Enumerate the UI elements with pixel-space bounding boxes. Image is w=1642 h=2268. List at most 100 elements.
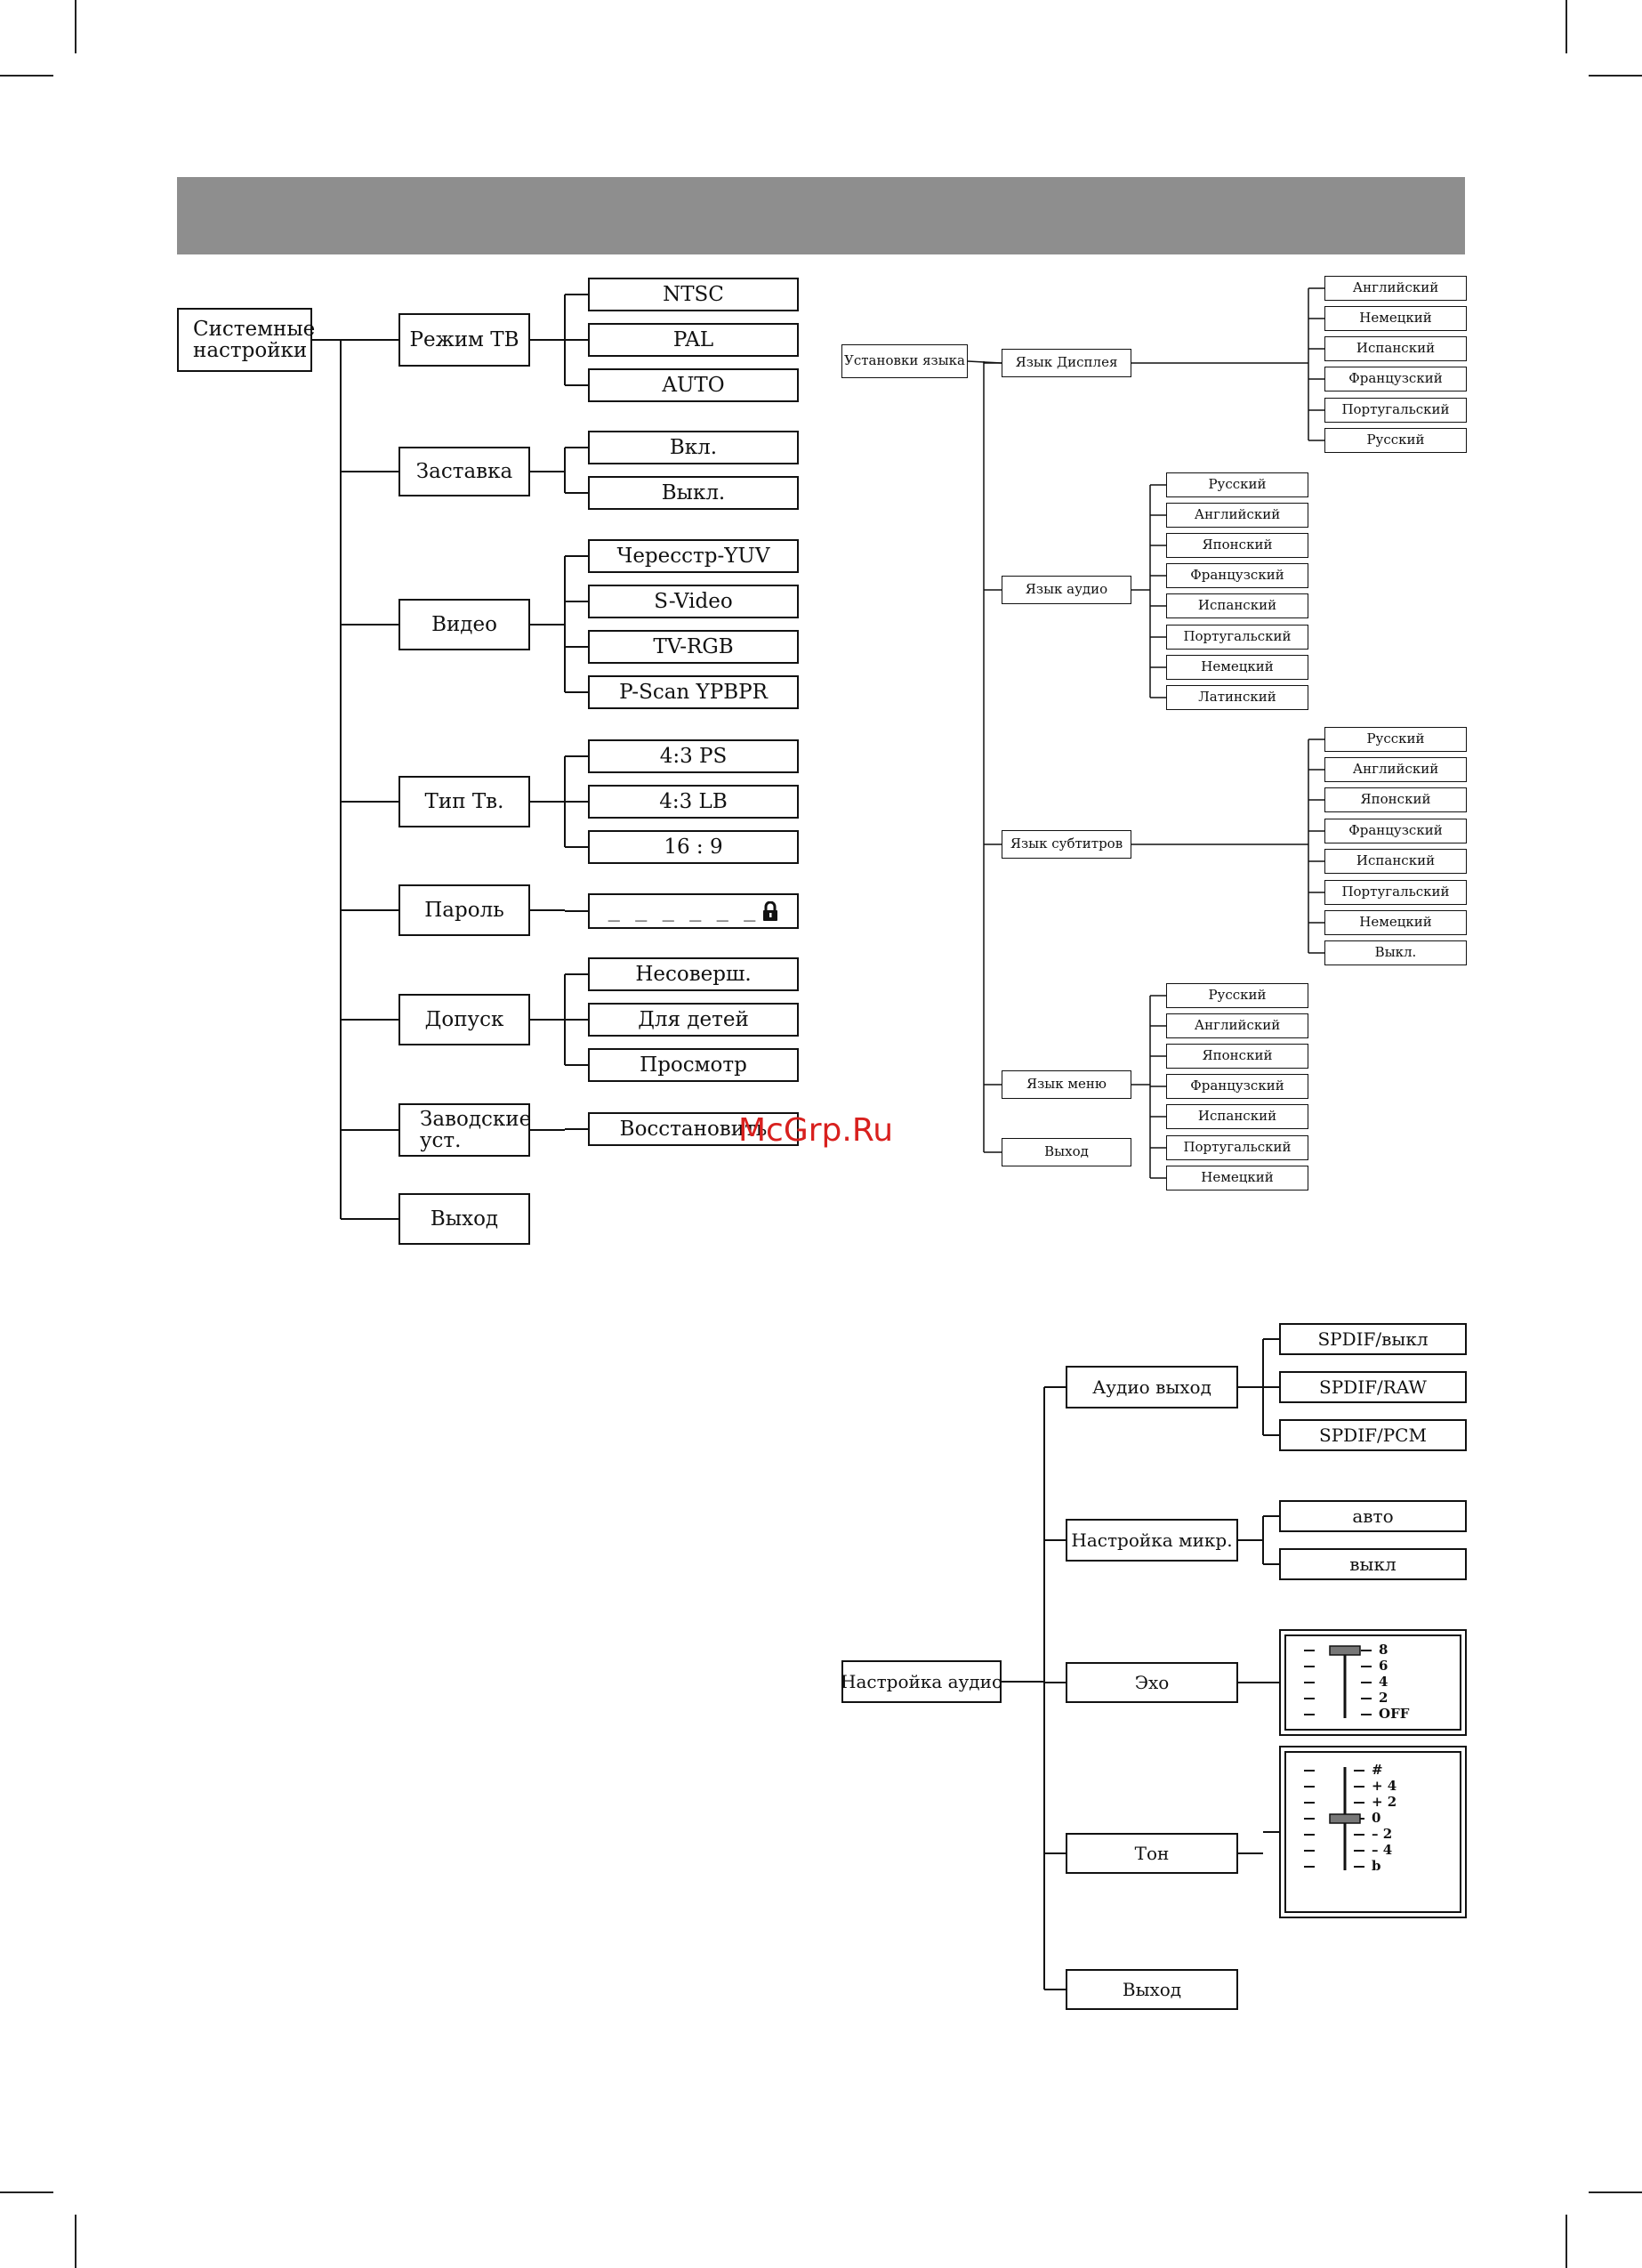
option-ntsc: NTSC (588, 278, 799, 311)
option-mic-off: выкл (1279, 1548, 1467, 1580)
menu-lang-english: Английский (1166, 1013, 1308, 1038)
option-pscan-ypbpr: P-Scan YPBPR (588, 675, 799, 709)
menu-lang-japanese: Японский (1166, 1044, 1308, 1069)
subtitle-lang-english: Английский (1324, 757, 1467, 782)
lock-icon (763, 901, 778, 921)
crop-mark (1566, 0, 1567, 53)
subtitle-lang-portuguese: Португальский (1324, 880, 1467, 905)
option-spdif-off: SPDIF/выкл (1279, 1323, 1467, 1355)
branch-tone: Тон (1066, 1833, 1238, 1874)
branch-audio-output: Аудио выход (1066, 1366, 1238, 1408)
branch-language-exit: Выход (1002, 1138, 1131, 1166)
audio-lang-russian: Русский (1166, 472, 1308, 497)
slider-knob (1329, 1813, 1361, 1824)
option-tv-rgb: TV-RGB (588, 630, 799, 664)
audio-lang-english: Английский (1166, 503, 1308, 528)
slider-knob (1329, 1645, 1361, 1656)
scale-label: + 4 (1372, 1778, 1397, 1794)
crop-mark (75, 0, 76, 53)
scale-label: – 2 (1372, 1826, 1393, 1842)
option-4-3-ps: 4:3 PS (588, 739, 799, 773)
password-placeholder: _ _ _ _ _ _ (608, 900, 758, 923)
slider-scale (1304, 1767, 1364, 1870)
subtitle-lang-off: Выкл. (1324, 940, 1467, 965)
display-lang-french: Французский (1324, 367, 1467, 391)
option-auto: AUTO (588, 368, 799, 402)
display-lang-portuguese: Португальский (1324, 398, 1467, 423)
branch-parental: Допуск (398, 994, 530, 1045)
crop-mark (1566, 2215, 1567, 2268)
option-spdif-pcm: SPDIF/PCM (1279, 1419, 1467, 1451)
option-restore: Восстановить (588, 1112, 799, 1146)
menu-lang-german: Немецкий (1166, 1166, 1308, 1190)
watermark: McGrp.Ru (738, 1112, 894, 1149)
subtitle-lang-french: Французский (1324, 819, 1467, 843)
branch-audio-exit: Выход (1066, 1969, 1238, 2010)
scale-label: + 2 (1372, 1794, 1397, 1810)
menu-lang-spanish: Испанский (1166, 1104, 1308, 1129)
branch-factory: Заводские уст. (398, 1103, 531, 1157)
display-lang-russian: Русский (1324, 428, 1467, 453)
branch-display-language: Язык Дисплея (1002, 349, 1131, 377)
option-view: Просмотр (588, 1048, 799, 1082)
audio-lang-german: Немецкий (1166, 655, 1308, 680)
menu-lang-portuguese: Португальский (1166, 1135, 1308, 1160)
scale-label: 0 (1372, 1810, 1381, 1826)
scale-label: 8 (1379, 1642, 1388, 1658)
option-mic-auto: авто (1279, 1500, 1467, 1532)
slider-scale (1304, 1645, 1372, 1718)
branch-mic-setting: Настройка микр. (1066, 1519, 1238, 1562)
option-on: Вкл. (588, 431, 799, 464)
subtitle-lang-japanese: Японский (1324, 787, 1467, 812)
branch-tv-type: Тип Тв. (398, 776, 530, 827)
branch-exit: Выход (398, 1193, 530, 1245)
crop-mark (75, 2215, 76, 2268)
branch-tv-mode: Режим ТВ (398, 313, 530, 367)
option-interlace-yuv: Чересстр-YUV (588, 539, 799, 573)
scale-label: – 4 (1372, 1842, 1393, 1858)
branch-password: Пароль (398, 884, 530, 936)
scale-label: OFF (1379, 1706, 1410, 1722)
language-settings-root: Установки языка (841, 344, 968, 378)
branch-echo: Эхо (1066, 1662, 1238, 1703)
crop-mark (1589, 2191, 1642, 2193)
option-kids: Для детей (588, 1003, 799, 1037)
audio-lang-japanese: Японский (1166, 533, 1308, 558)
subtitle-lang-german: Немецкий (1324, 910, 1467, 935)
menu-lang-french: Французский (1166, 1074, 1308, 1099)
system-settings-root: Системные настройки (177, 308, 315, 372)
option-pal: PAL (588, 323, 799, 357)
branch-menu-language: Язык меню (1002, 1070, 1131, 1099)
subtitle-lang-spanish: Испанский (1324, 849, 1467, 874)
audio-lang-spanish: Испанский (1166, 593, 1308, 618)
option-16-9: 16 : 9 (588, 830, 799, 864)
header-bar (177, 177, 1465, 254)
subtitle-lang-russian: Русский (1324, 727, 1467, 752)
option-s-video: S-Video (588, 585, 799, 618)
branch-screensaver: Заставка (398, 447, 530, 496)
display-lang-german: Немецкий (1324, 306, 1467, 331)
option-off: Выкл. (588, 476, 799, 510)
scale-label: # (1372, 1762, 1383, 1778)
branch-audio-language: Язык аудио (1002, 576, 1131, 604)
display-lang-english: Английский (1324, 276, 1467, 301)
crop-mark (1589, 75, 1642, 77)
menu-lang-russian: Русский (1166, 983, 1308, 1008)
crop-mark (0, 2191, 53, 2193)
audio-settings-root: Настройка аудио (841, 1660, 1002, 1703)
password-field: _ _ _ _ _ _ (588, 893, 799, 929)
scale-label: 2 (1379, 1690, 1388, 1706)
branch-video: Видео (398, 599, 530, 650)
option-4-3-lb: 4:3 LB (588, 785, 799, 819)
audio-lang-portuguese: Португальский (1166, 625, 1308, 650)
crop-mark (0, 75, 53, 77)
branch-subtitle-language: Язык субтитров (1002, 830, 1131, 859)
scale-label: b (1372, 1858, 1381, 1874)
option-minor: Несоверш. (588, 957, 799, 991)
scale-label: 6 (1379, 1658, 1388, 1674)
